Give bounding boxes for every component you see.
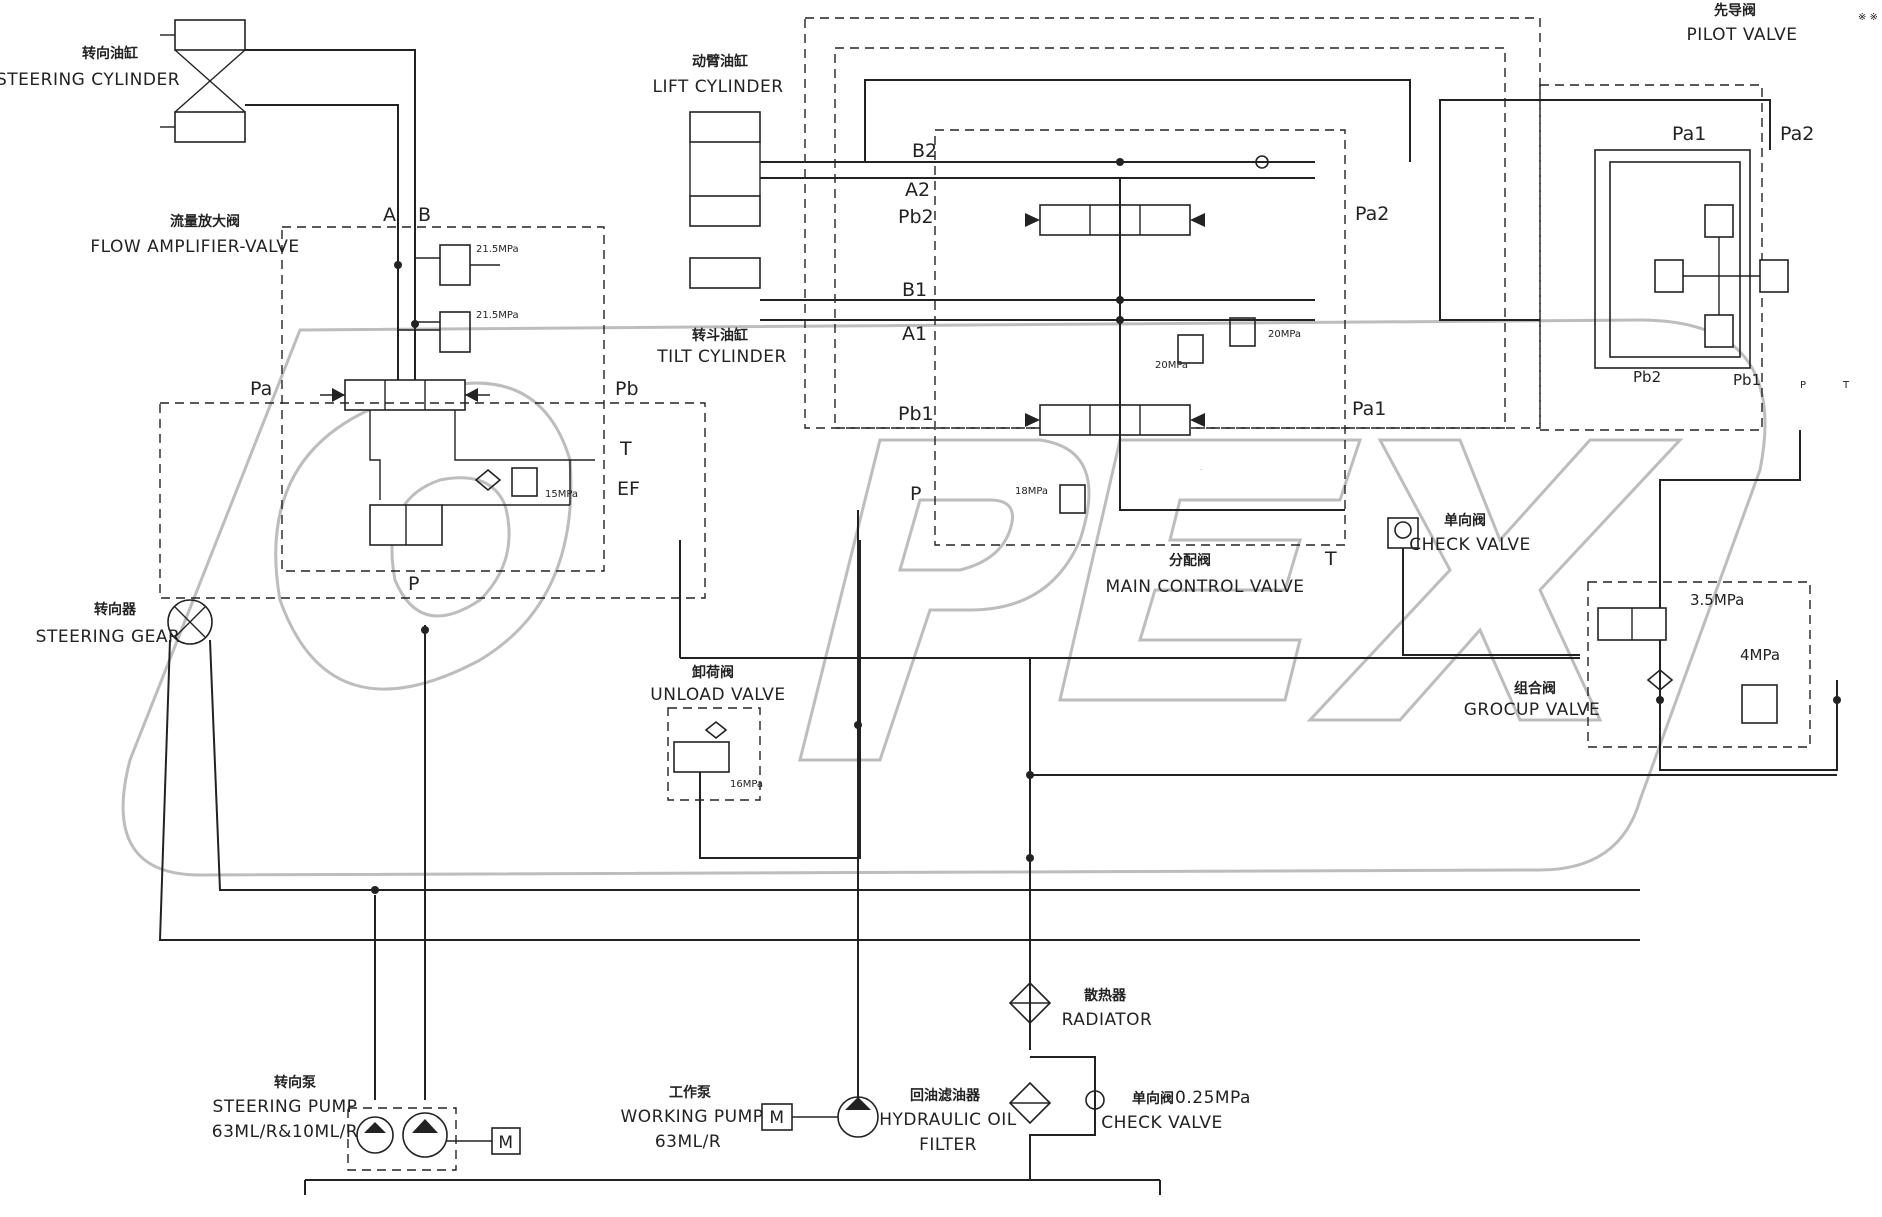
steering-gear-label: STEERING GEAR xyxy=(36,627,181,647)
pilot-port-pb2: Pb2 xyxy=(1633,368,1661,386)
pilot-valve-label: PILOT VALVE xyxy=(1687,25,1798,45)
port-ef: EF xyxy=(617,478,640,500)
lift-cylinder-label-zh: 动臂油缸 xyxy=(692,53,748,70)
port-pa1: Pa1 xyxy=(1352,398,1386,420)
radiator-label: RADIATOR xyxy=(1062,1010,1153,1030)
filter-label-2: FILTER xyxy=(919,1135,977,1155)
port-p: P xyxy=(408,573,419,595)
group-valve-label-zh: 组合阀 xyxy=(1514,680,1556,697)
port-a2: A2 xyxy=(905,179,930,201)
trunk-lines xyxy=(304,510,1837,1195)
steering-cylinder-label: STEERING CYLINDER xyxy=(0,70,180,90)
steering-pump-spec: 63ML/R&10ML/R xyxy=(212,1122,358,1142)
lift-cylinder xyxy=(689,111,905,227)
group-valve-label: GROCUP VALVE xyxy=(1464,700,1600,720)
check-valve-main xyxy=(1387,517,1580,656)
pilot-valve-label-zh: 先导阀 xyxy=(1714,2,1756,19)
group-pressure-4: 4MPa xyxy=(1740,646,1780,664)
mcv-pressure-20a: 20MPa xyxy=(1155,360,1188,371)
working-pump-spec: 63ML/R xyxy=(655,1132,721,1152)
pilot-loop-inner xyxy=(834,47,1506,429)
watermark-text: OPEX xyxy=(1200,469,1203,471)
unload-valve xyxy=(667,540,861,859)
port-pa: Pa xyxy=(250,378,272,400)
flow-amplifier-label-zh: 流量放大阀 xyxy=(170,213,240,230)
port-pa2: Pa2 xyxy=(1355,203,1389,225)
unload-valve-label: UNLOAD VALVE xyxy=(650,685,785,705)
check-valve-return xyxy=(1085,1090,1105,1110)
steering-gear-label-zh: 转向器 xyxy=(94,601,137,618)
steering-cylinder xyxy=(160,19,416,265)
pilot-port-pa2: Pa2 xyxy=(1780,123,1814,145)
port-pb1: Pb1 xyxy=(898,403,934,425)
unload-valve-label-zh: 卸荷阀 xyxy=(692,664,734,681)
flow-amplifier-valve xyxy=(281,226,605,572)
port-pb2: Pb2 xyxy=(898,206,934,228)
port-t: T xyxy=(619,438,632,460)
relief-pressure-1: 21.5MPa xyxy=(476,244,519,255)
pilot-loop-outer xyxy=(804,17,1541,429)
check-valve-return-label: CHECK VALVE xyxy=(1101,1113,1222,1133)
check-valve-main-label-zh: 单向阀 xyxy=(1444,512,1486,529)
working-pump-motor: M xyxy=(769,1108,784,1128)
port-b1: B1 xyxy=(902,279,927,301)
filter-label-1: HYDRAULIC OIL xyxy=(879,1110,1017,1130)
steering-cylinder-label-zh: 转向油缸 xyxy=(82,45,138,62)
corner-note: ※ ※ ※ xyxy=(1858,12,1882,23)
unload-pressure-16: 16MPa xyxy=(730,779,763,790)
port-b2: B2 xyxy=(912,140,937,162)
port-a: A xyxy=(383,204,396,226)
check-valve-return-label-zh: 单向阀 xyxy=(1132,1090,1174,1107)
lift-cylinder-label: LIFT CYLINDER xyxy=(652,77,783,97)
tilt-cylinder-label: TILT CYLINDER xyxy=(656,347,787,367)
b2-line xyxy=(864,79,1411,162)
fa-pressure-15: 15MPa xyxy=(545,489,578,500)
group-pressure-35: 3.5MPa xyxy=(1690,591,1744,609)
working-pump-label: WORKING PUMP xyxy=(620,1107,763,1127)
radiator xyxy=(1008,981,1052,1025)
pilot-port-p: P xyxy=(1800,380,1806,391)
steering-gear-boundary xyxy=(159,402,706,599)
pilot-valve xyxy=(1439,84,1801,740)
flow-amplifier-label: FLOW AMPLIFIER-VALVE xyxy=(90,237,299,257)
mcv-pressure-20b: 20MPa xyxy=(1268,329,1301,340)
radiator-label-zh: 散热器 xyxy=(1084,987,1127,1004)
filter-label-zh: 回油滤油器 xyxy=(910,1087,981,1104)
steering-pump-label-zh: 转向泵 xyxy=(274,1074,316,1091)
port-b: B xyxy=(418,204,431,226)
tilt-cylinder xyxy=(689,257,905,321)
port-a1: A1 xyxy=(902,323,927,345)
mcv-port-p: P xyxy=(910,483,921,505)
mcv-pressure-18: 18MPa xyxy=(1015,486,1048,497)
hydraulic-oil-filter xyxy=(1008,1056,1096,1180)
main-control-valve-label-zh: 分配阀 xyxy=(1169,552,1211,569)
steering-pump-motor: M xyxy=(498,1133,513,1153)
pilot-port-pa1: Pa1 xyxy=(1672,123,1706,145)
main-control-valve xyxy=(905,129,1346,546)
main-control-valve-label: MAIN CONTROL VALVE xyxy=(1106,577,1305,597)
port-pb: Pb xyxy=(615,378,639,400)
group-valve xyxy=(1587,581,1841,771)
working-pump xyxy=(761,1096,879,1138)
relief-pressure-2: 21.5MPa xyxy=(476,310,519,321)
steering-pump-label: STEERING PUMP xyxy=(213,1097,358,1117)
check-valve-return-pressure: 0.25MPa xyxy=(1175,1088,1251,1108)
steering-pump xyxy=(347,1107,521,1171)
working-pump-label-zh: 工作泵 xyxy=(669,1084,711,1101)
pilot-port-pb1: Pb1 xyxy=(1733,371,1761,389)
steering-gear xyxy=(158,599,1640,941)
pilot-port-t: T xyxy=(1842,380,1850,391)
check-valve-main-label: CHECK VALVE xyxy=(1409,535,1530,555)
tilt-cylinder-label-zh: 转斗油缸 xyxy=(692,327,748,344)
mcv-port-t: T xyxy=(1324,548,1337,570)
